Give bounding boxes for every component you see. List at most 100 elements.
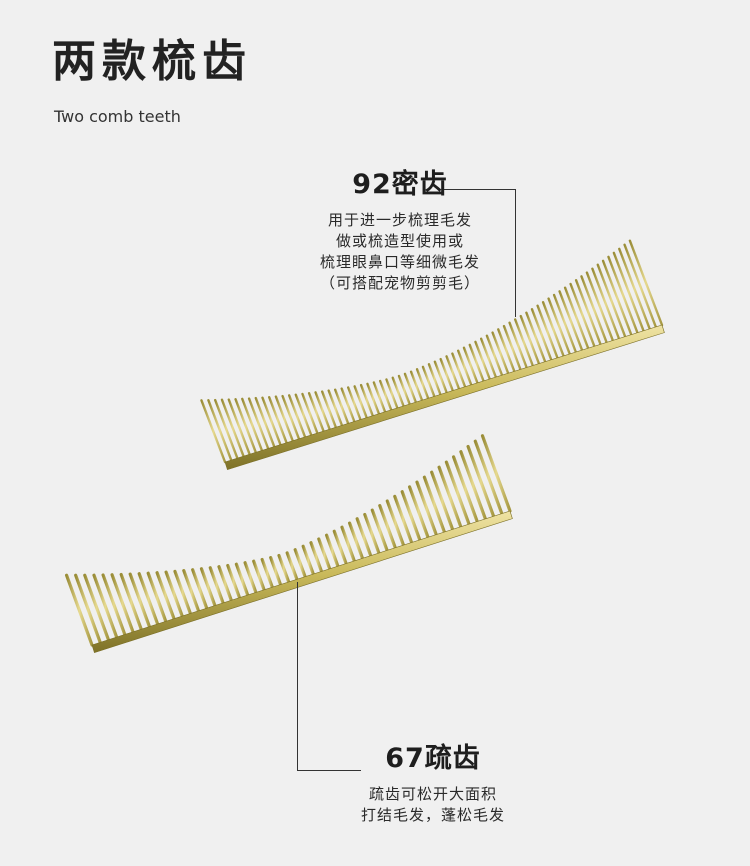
comb-tooth xyxy=(547,297,571,356)
comb-tooth xyxy=(261,396,282,446)
comb-tooth xyxy=(459,450,487,521)
comb-tooth xyxy=(288,394,307,439)
comb-tooth xyxy=(385,499,406,547)
comb-tooth xyxy=(301,392,319,435)
comb-tooth xyxy=(474,340,491,381)
comb-tooth xyxy=(182,568,201,613)
comb-tooth xyxy=(385,378,399,410)
comb-tooth xyxy=(618,247,651,331)
comb-tooth xyxy=(497,328,516,373)
comb-tooth xyxy=(334,388,350,425)
comb-tooth xyxy=(437,465,463,529)
comb-tooth xyxy=(247,397,270,450)
comb-tooth xyxy=(173,569,192,616)
comb-tooth xyxy=(200,399,227,464)
comb-tooth xyxy=(473,439,504,516)
page-title: 两款梳齿 xyxy=(52,36,252,87)
comb-tooth xyxy=(623,243,657,329)
comb-tooth xyxy=(370,508,389,553)
comb-tooth xyxy=(355,517,373,558)
comb-tooth xyxy=(325,533,340,568)
fine-comb-desc-line: （可搭配宠物剪剪毛） xyxy=(319,274,480,292)
comb-tooth xyxy=(372,381,387,413)
comb-tooth xyxy=(199,567,217,608)
comb-tooth xyxy=(462,346,479,385)
comb-tooth xyxy=(332,529,348,566)
comb-tooth xyxy=(217,565,233,602)
comb-tooth xyxy=(433,360,448,394)
comb-tooth xyxy=(274,395,294,442)
comb-tooth xyxy=(403,372,417,404)
comb-tooth xyxy=(327,389,344,427)
comb-tooth xyxy=(391,376,405,408)
comb-tooth xyxy=(397,374,411,406)
comb-tooth xyxy=(415,480,438,537)
comb-tooth xyxy=(552,293,577,354)
comb-tooth xyxy=(612,251,645,332)
comb-tooth xyxy=(269,555,283,587)
comb-tooth xyxy=(439,357,454,392)
comb-tooth xyxy=(601,259,633,336)
comb-tooth xyxy=(591,267,621,340)
comb-tooth xyxy=(101,573,127,637)
comb-tooth xyxy=(321,390,337,429)
comb-tooth xyxy=(348,521,365,560)
comb-tooth xyxy=(409,370,424,402)
comb-tooth xyxy=(541,301,565,358)
comb-tooth xyxy=(421,365,436,398)
fine-comb-label: 92密齿 用于进一步梳理毛发 做或梳造型使用或 梳理眼鼻口等细微毛发 （可搭配宠… xyxy=(300,168,500,294)
comb-tooth xyxy=(444,460,471,526)
comb-tooth xyxy=(260,557,274,589)
comb-tooth xyxy=(585,271,614,342)
comb-tooth xyxy=(220,398,245,458)
comb-tooth xyxy=(191,568,209,610)
comb-tooth xyxy=(422,475,446,534)
coarse-comb-desc-line: 打结毛发，蓬松毛发 xyxy=(360,806,505,824)
comb-tooth xyxy=(563,286,590,350)
comb-tooth xyxy=(92,573,119,639)
comb-tooth xyxy=(445,355,461,390)
comb-tooth xyxy=(314,391,331,431)
comb-tooth xyxy=(340,525,356,563)
comb-tooth xyxy=(415,368,430,400)
comb-tooth xyxy=(480,434,512,513)
comb-tooth xyxy=(307,392,325,433)
comb-tooth xyxy=(234,562,250,597)
comb-tooth xyxy=(536,304,559,359)
comb-tooth xyxy=(83,573,111,642)
comb-tooth xyxy=(607,255,639,334)
coarse-comb-desc-line: 疏齿可松开大面积 xyxy=(368,785,497,803)
comb-tooth xyxy=(74,573,102,645)
comb-tooth xyxy=(359,383,374,417)
fine-tooth-comb xyxy=(200,239,665,470)
comb-tooth xyxy=(293,548,307,579)
comb-tooth xyxy=(110,573,135,634)
comb-tooth xyxy=(155,571,176,621)
page-subtitle: Two comb teeth xyxy=(54,107,181,126)
comb-tooth xyxy=(466,444,496,518)
comb-tooth xyxy=(119,572,143,631)
comb-tooth xyxy=(64,573,94,647)
fine-comb-desc-line: 用于进一步梳理毛发 xyxy=(327,211,472,229)
fine-comb-desc-line: 做或梳造型使用或 xyxy=(335,232,464,250)
comb-spine xyxy=(224,324,665,470)
comb-tooth xyxy=(596,263,627,338)
comb-tooth xyxy=(468,343,485,383)
comb-tooth xyxy=(241,397,264,452)
comb-tooth xyxy=(366,382,381,415)
comb-tooth xyxy=(569,282,596,348)
comb-tooth xyxy=(480,337,497,379)
comb-tooth xyxy=(268,396,288,444)
comb-tooth xyxy=(285,551,299,581)
connector-line-fine-h xyxy=(444,189,516,190)
comb-tooth xyxy=(309,541,324,574)
comb-tooth xyxy=(400,490,422,542)
comb-tooth xyxy=(243,561,258,595)
comb-tooth xyxy=(207,399,233,462)
comb-tooth xyxy=(378,504,397,550)
comb-tooth xyxy=(502,324,522,371)
comb-tooth xyxy=(574,279,602,346)
comb-tooth xyxy=(347,386,362,421)
comb-tooth xyxy=(252,559,266,592)
